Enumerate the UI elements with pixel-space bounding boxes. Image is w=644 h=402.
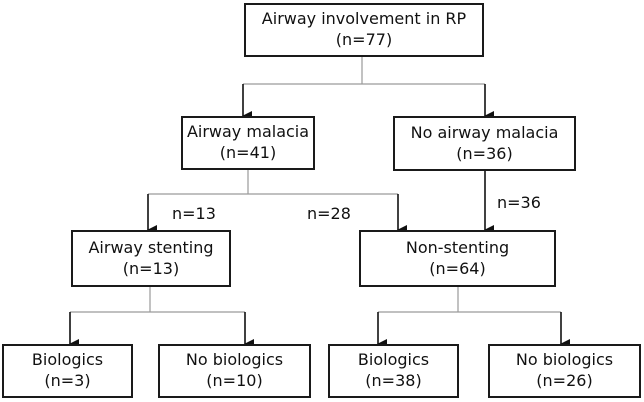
- node-biologics-stenting-count: (n=3): [44, 371, 91, 390]
- node-non-stenting: Non-stenting (n=64): [359, 230, 556, 287]
- node-biologics-non-stenting-count: (n=38): [365, 371, 422, 390]
- node-airway-stenting-title: Airway stenting: [88, 237, 214, 257]
- node-no-biologics-stenting: No biologics (n=10): [158, 344, 311, 398]
- node-root: Airway involvement in RP (n=77): [244, 3, 484, 57]
- node-airway-malacia: Airway malacia (n=41): [181, 116, 315, 170]
- node-root-title: Airway involvement in RP: [261, 9, 467, 29]
- node-no-biologics-stenting-title: No biologics: [185, 350, 284, 370]
- node-non-stenting-title: Non-stenting: [405, 237, 510, 257]
- node-airway-stenting-count: (n=13): [122, 258, 180, 278]
- node-no-airway-malacia: No airway malacia (n=36): [393, 116, 576, 171]
- node-no-biologics-non-stenting-title: No biologics: [515, 350, 614, 370]
- node-biologics-non-stenting: Biologics (n=38): [328, 344, 459, 398]
- edge-label-malacia-to-stenting: n=13: [172, 204, 216, 223]
- node-airway-stenting: Airway stenting (n=13): [71, 230, 231, 287]
- node-no-biologics-stenting-count: (n=10): [206, 371, 263, 390]
- node-airway-malacia-count: (n=41): [219, 143, 277, 162]
- node-no-airway-malacia-count: (n=36): [456, 143, 513, 163]
- node-biologics-stenting-title: Biologics: [31, 350, 104, 370]
- node-biologics-stenting: Biologics (n=3): [2, 344, 133, 398]
- edge-label-nomalacia-to-nonstent: n=36: [497, 193, 541, 212]
- node-biologics-non-stenting-title: Biologics: [357, 350, 430, 370]
- node-no-biologics-non-stenting-count: (n=26): [536, 371, 593, 390]
- edge-label-malacia-to-nonstent: n=28: [307, 204, 351, 223]
- node-no-biologics-non-stenting: No biologics (n=26): [488, 344, 641, 398]
- node-no-airway-malacia-title: No airway malacia: [410, 122, 559, 142]
- node-non-stenting-count: (n=64): [429, 258, 486, 278]
- node-airway-malacia-title: Airway malacia: [186, 122, 310, 142]
- node-root-count: (n=77): [335, 30, 393, 49]
